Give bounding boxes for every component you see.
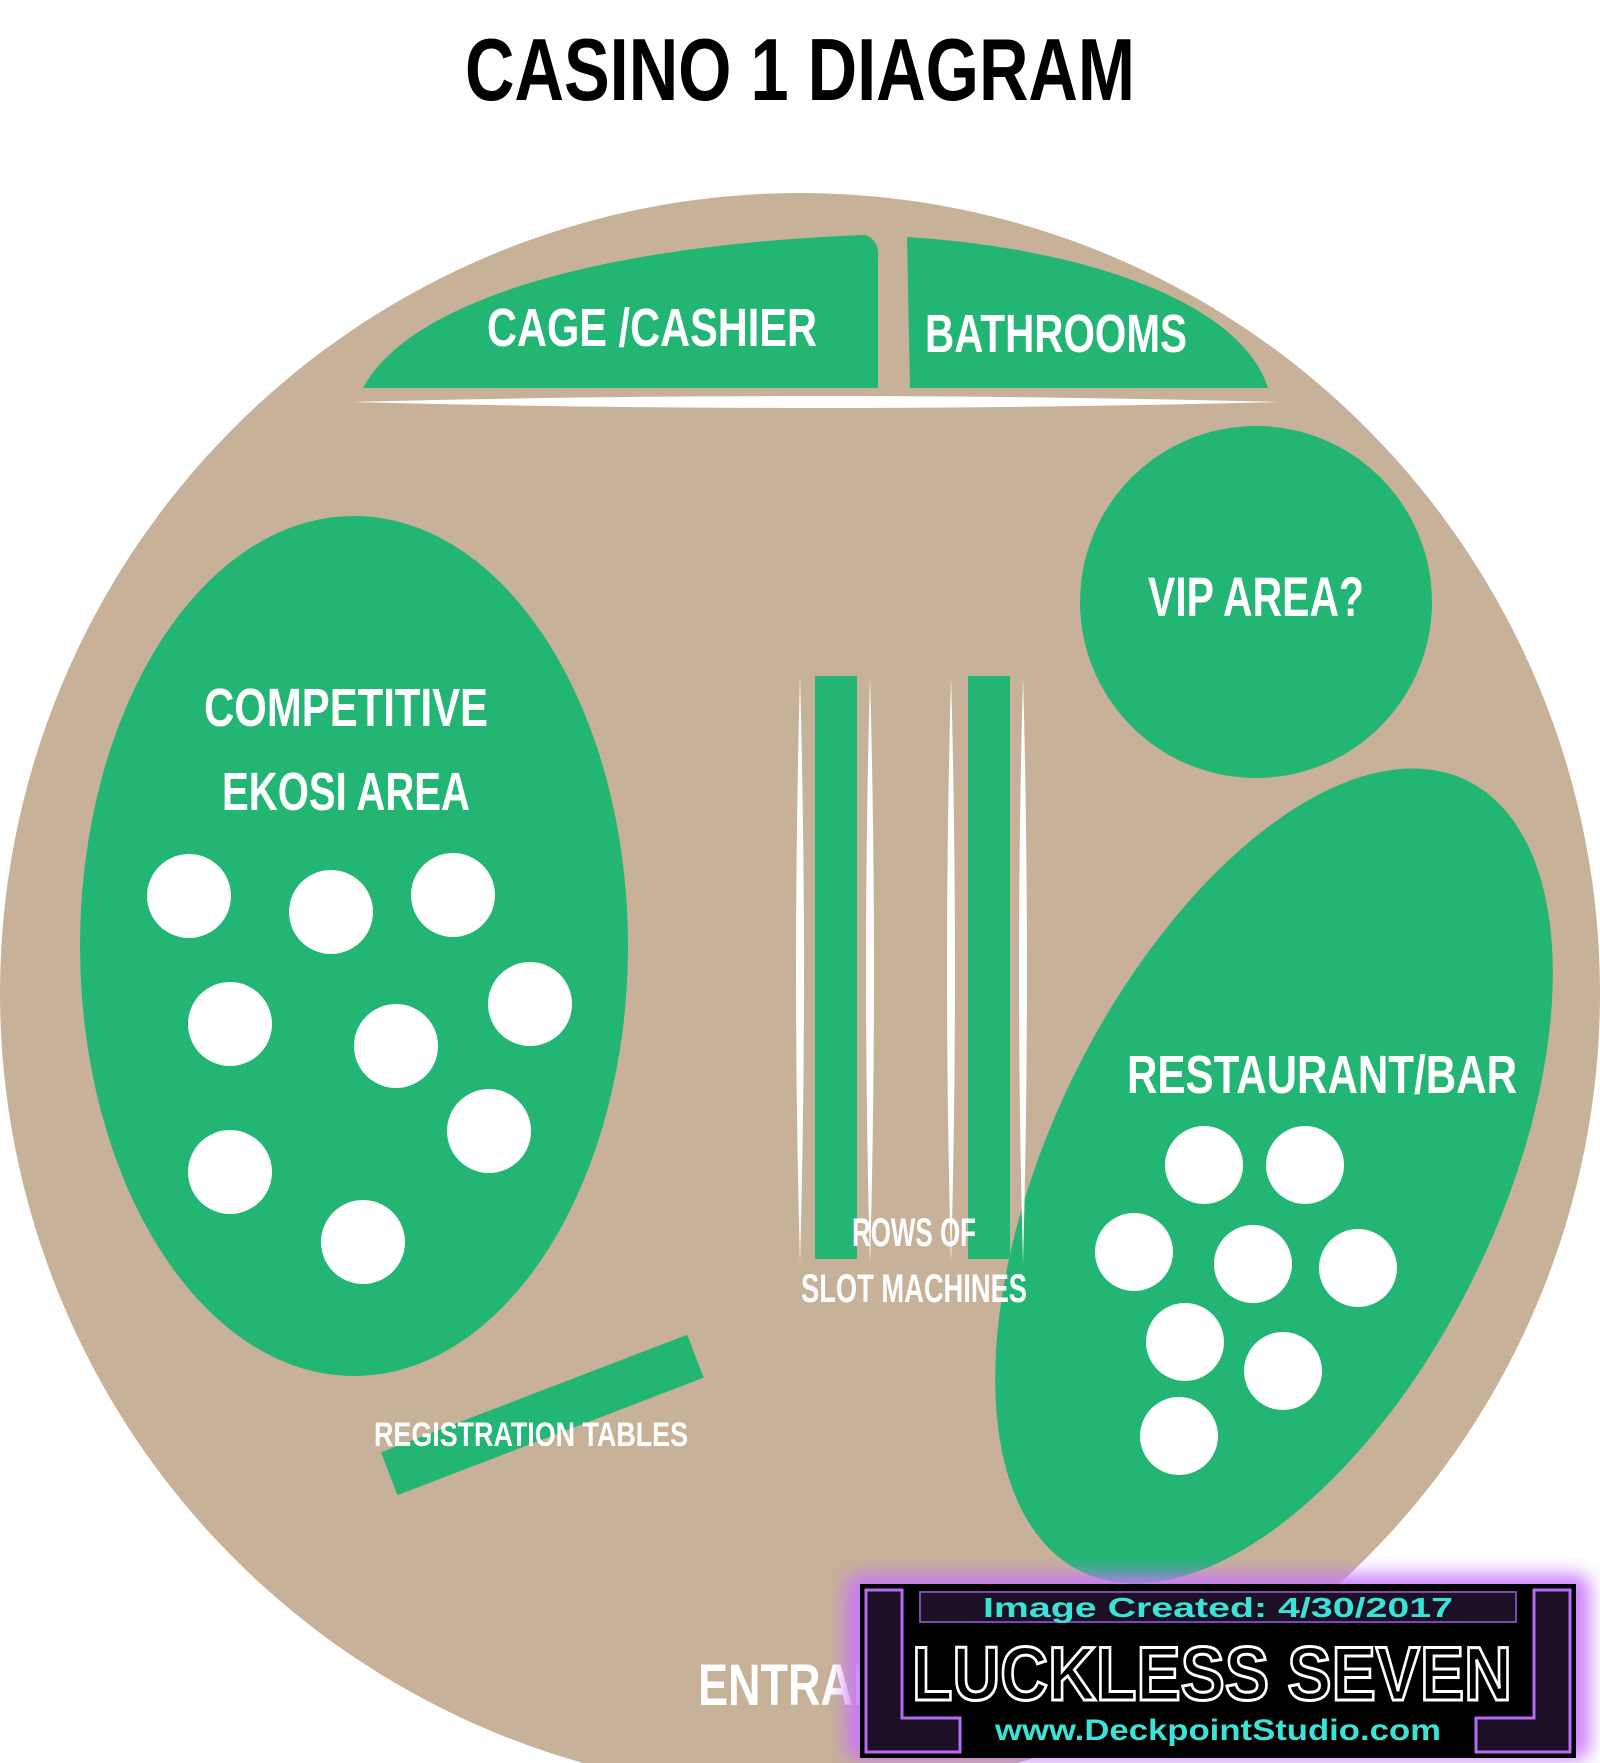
slot-machines-label-line2: SLOT MACHINES — [801, 1267, 1027, 1311]
slot-row-divider — [947, 676, 955, 1264]
vip-area-zone — [1080, 426, 1432, 778]
restaurant-table — [1095, 1213, 1173, 1291]
competitive-table — [447, 1089, 531, 1173]
bathrooms-label: BATHROOMS — [925, 304, 1187, 364]
registration-tables-zone — [381, 1334, 704, 1496]
slot-row-divider — [1019, 676, 1027, 1264]
slot-row-divider — [796, 676, 804, 1264]
restaurant-table — [1140, 1397, 1218, 1475]
watermark-top-band — [919, 1591, 1517, 1623]
competitive-table — [321, 1200, 405, 1284]
restaurant-bar-label: RESTAURANT/BAR — [1127, 1045, 1517, 1105]
watermark-brand: LUCKLESS SEVEN — [912, 1632, 1512, 1717]
restaurant-table — [1244, 1332, 1322, 1410]
restaurant-table — [1319, 1229, 1397, 1307]
competitive-table — [188, 982, 272, 1066]
vip-area-label: VIP AREA? — [1148, 565, 1364, 628]
cage-cashier-label: CAGE /CASHIER — [487, 298, 817, 358]
watermark-created-date: Image Created: 4/30/2017 — [983, 1592, 1453, 1623]
restaurant-table — [1146, 1303, 1224, 1381]
watermark-url-band — [984, 1712, 1454, 1748]
watermark-left-bracket — [864, 1588, 962, 1754]
watermark-url: www.DeckpointStudio.com — [994, 1714, 1441, 1747]
competitive-area-label-line2: EKOSI AREA — [222, 762, 470, 822]
counter-divider-line — [350, 396, 1280, 408]
bathrooms-zone — [907, 237, 1268, 388]
diagram-title: CASINO 1 DIAGRAM — [465, 20, 1135, 119]
restaurant-table — [1165, 1126, 1243, 1204]
competitive-table — [488, 962, 572, 1046]
competitive-table — [411, 853, 495, 937]
luckless-seven-watermark: Image Created: 4/30/2017 LUCKLESS SEVEN … — [846, 1574, 1590, 1760]
competitive-table — [147, 854, 231, 938]
competitive-table — [188, 1130, 272, 1214]
slot-machine-row — [815, 676, 857, 1259]
competitive-area-label-line1: COMPETITIVE — [204, 678, 488, 738]
slot-row-divider — [866, 676, 874, 1264]
competitive-table — [354, 1004, 438, 1088]
cage-cashier-zone — [363, 235, 879, 388]
slot-machines-label-line1: ROWS OF — [852, 1211, 976, 1255]
restaurant-table — [1214, 1225, 1292, 1303]
competitive-table — [289, 870, 373, 954]
watermark-right-bracket — [1474, 1588, 1572, 1754]
registration-tables-label: REGISTRATION TABLES — [374, 1416, 688, 1454]
restaurant-table — [1266, 1126, 1344, 1204]
slot-machine-row — [968, 676, 1010, 1259]
